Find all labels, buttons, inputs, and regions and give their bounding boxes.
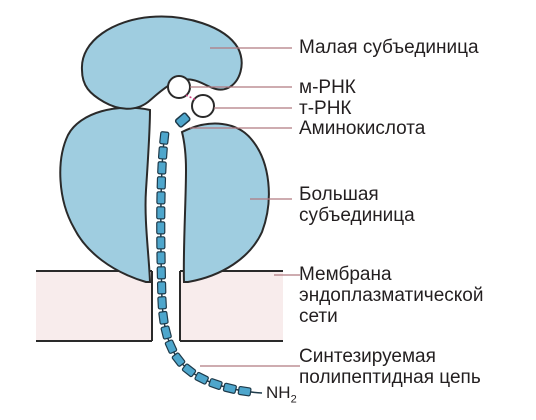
leader-lines [190, 47, 300, 367]
small-subunit [80, 15, 243, 110]
label-membrane-line1: Мембрана [299, 264, 392, 285]
amino-acid-residue [157, 161, 167, 175]
amino-acid-residue [156, 206, 166, 220]
amino-acid-residue [156, 191, 166, 205]
large-subunit-right-lobe [180, 122, 270, 283]
amino-acid-residue [222, 382, 237, 394]
amino-acid-residue [194, 371, 209, 385]
amino-acid-residue [160, 325, 172, 340]
amino-acid-residue [157, 296, 167, 310]
amino-acid-residue [156, 236, 166, 250]
label-large-subunit-line2: субъединица [299, 205, 415, 226]
label-chain-line1: Синтезируемая [299, 346, 436, 367]
large-subunit [59, 106, 270, 283]
label-amino-terminus: NH2 [266, 383, 297, 405]
label-membrane-line2: эндоплазматической [299, 285, 484, 306]
label-amino-acid: Аминокислота [299, 118, 426, 139]
label-trna: т-РНК [299, 98, 352, 119]
codon-anticodon-bond [185, 94, 197, 101]
amino-acid-residue [164, 339, 178, 354]
er-membrane [36, 270, 283, 342]
label-mrna: м-РНК [299, 77, 356, 98]
amino-acid-residue [171, 352, 186, 367]
amino-acid-residue [158, 310, 169, 325]
amino-acid [174, 112, 191, 128]
amino-acid-residue [181, 363, 197, 378]
amino-acid-residue [156, 266, 167, 280]
amino-terminus-subscript: 2 [290, 393, 297, 406]
label-large-subunit-line1: Большая [299, 184, 379, 205]
amino-acid-residue [237, 385, 252, 397]
label-chain-line2: полипептидная цепь [299, 367, 481, 388]
amino-acid-residue [156, 281, 167, 295]
amino-acid-residue [208, 378, 223, 390]
amino-acid-residue [156, 221, 166, 235]
trna-molecule [191, 94, 215, 118]
polypeptide-chain [156, 131, 263, 397]
amino-acid-residue [159, 131, 170, 145]
label-membrane-line3: сети [299, 306, 338, 327]
membrane-right-segment [180, 271, 283, 341]
membrane-left-segment [36, 271, 152, 341]
amino-acid-residue [156, 176, 167, 190]
amino-acid-residue [157, 146, 168, 160]
label-small-subunit: Малая субъединица [299, 37, 479, 58]
amino-terminus-text: NH [266, 383, 291, 402]
large-subunit-left-lobe [59, 106, 152, 283]
amino-acid-residue [156, 251, 166, 265]
